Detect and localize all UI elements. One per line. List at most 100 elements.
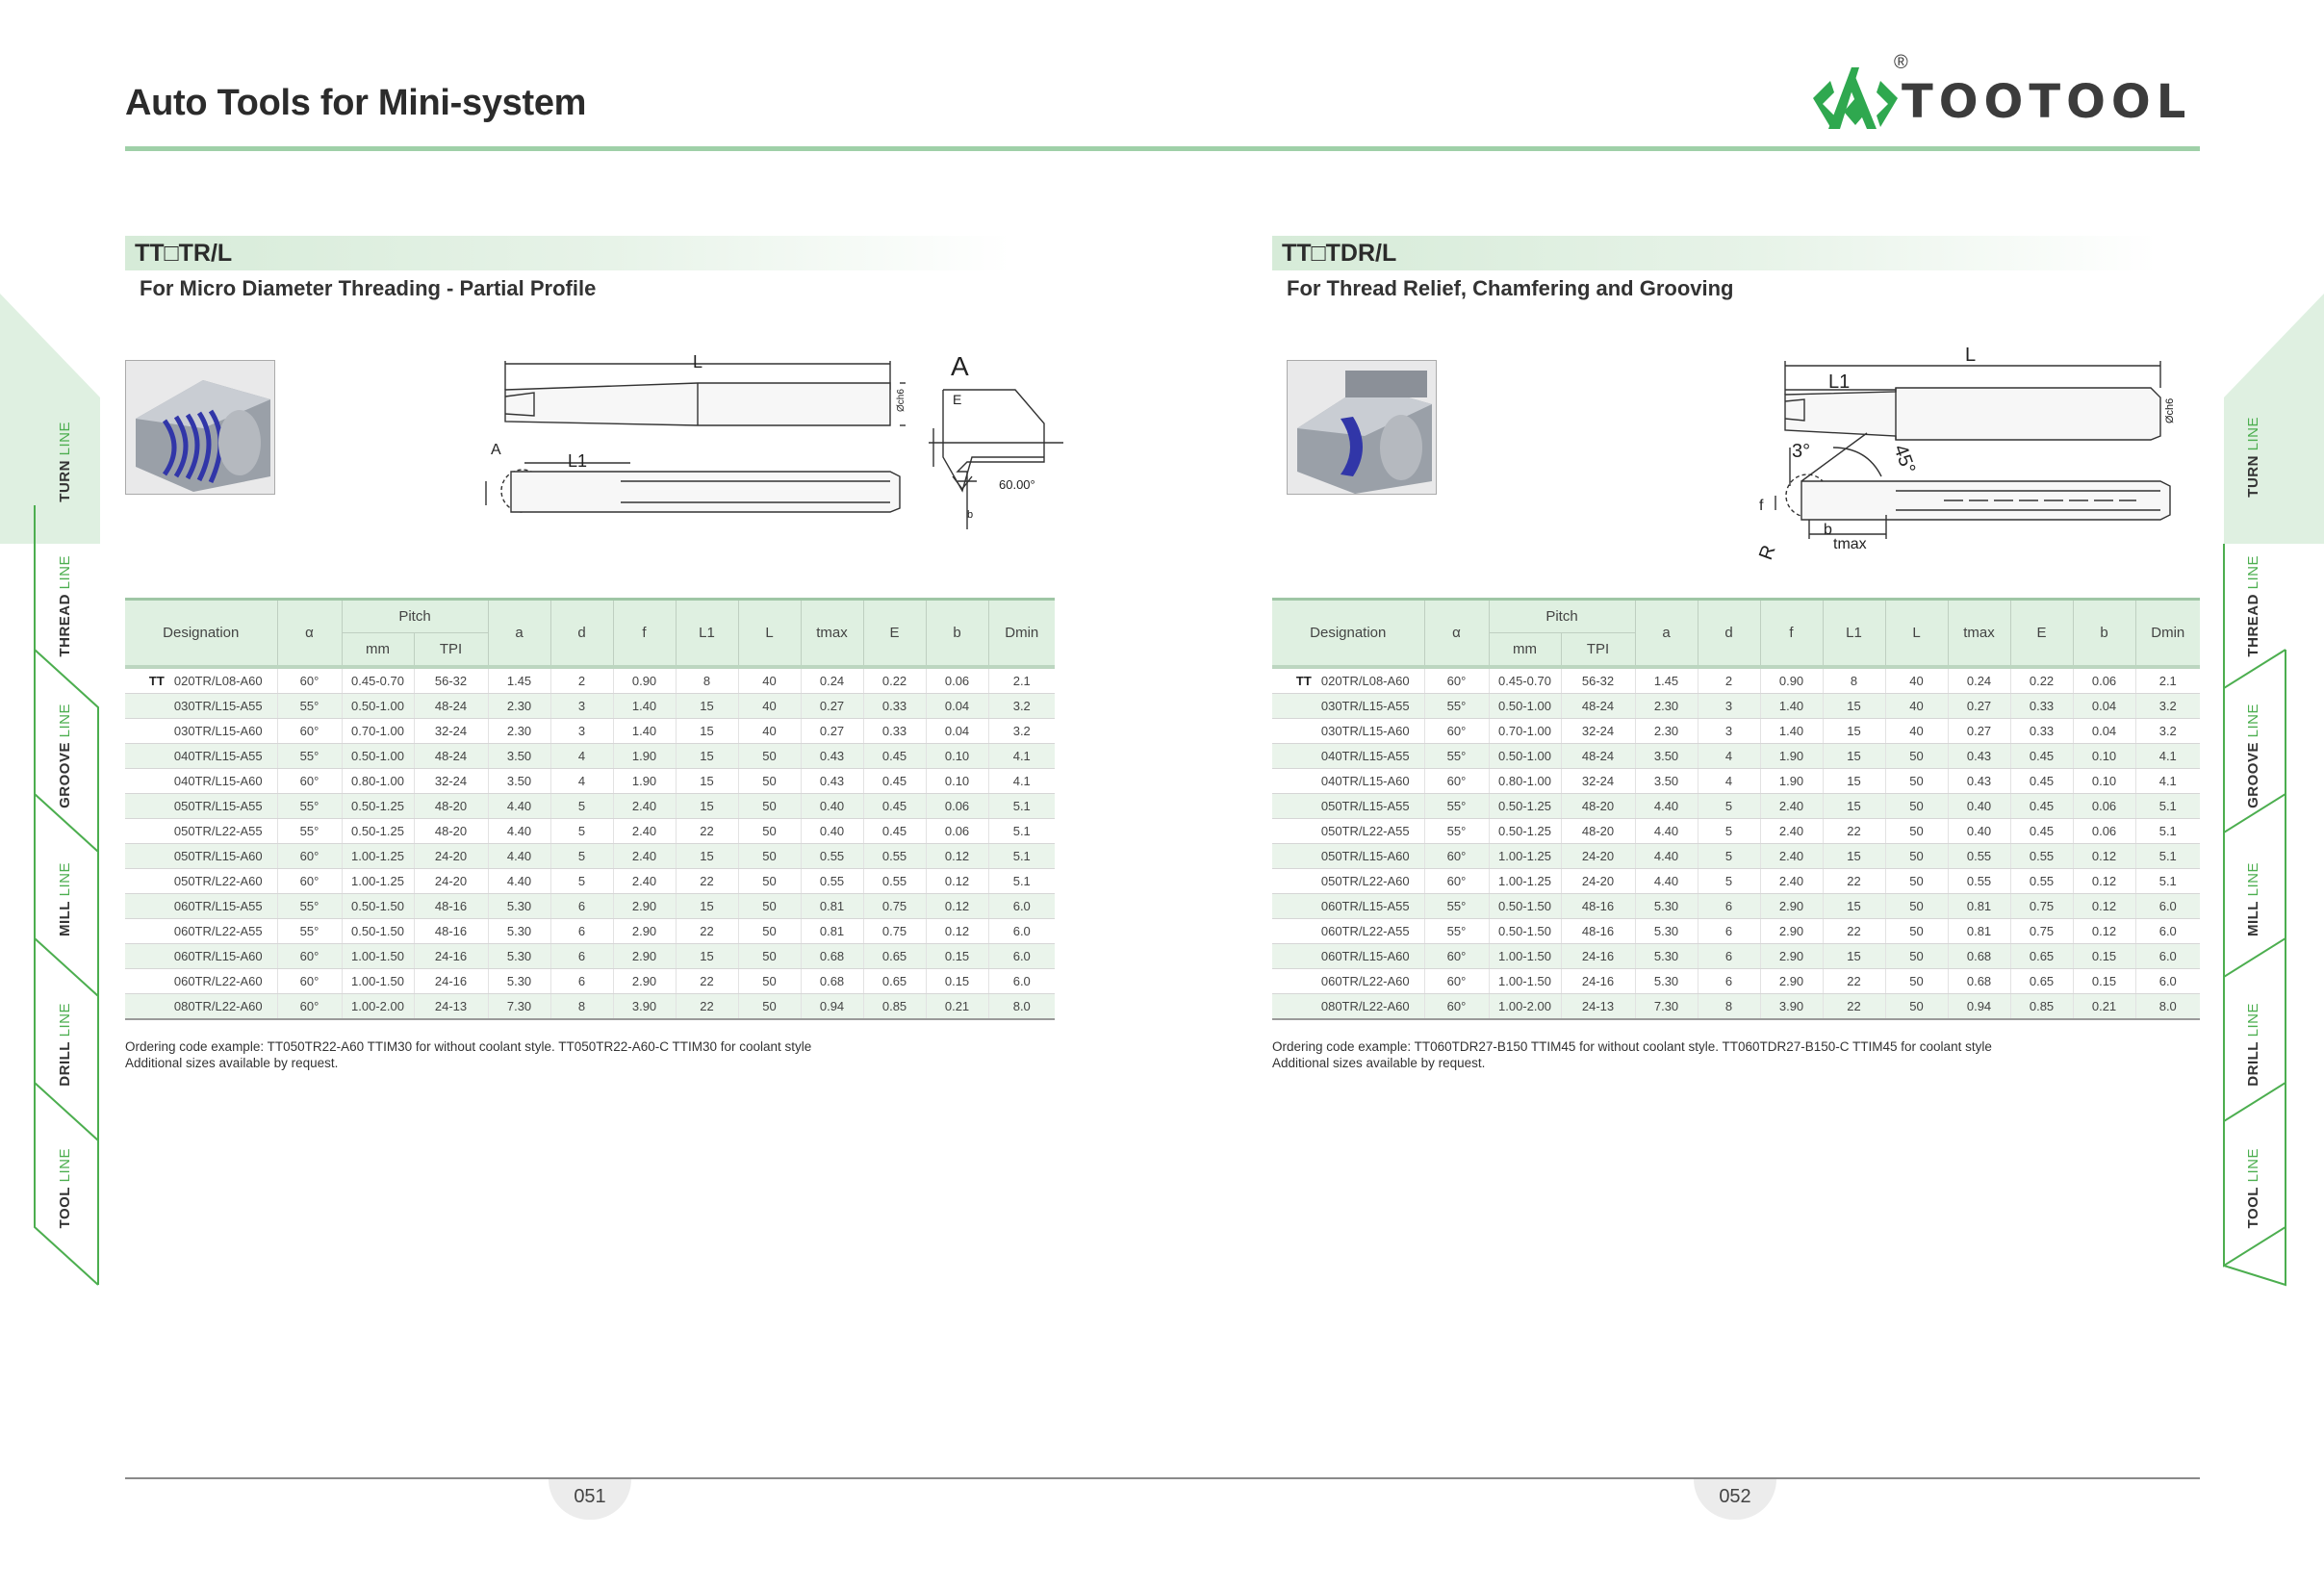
table-cell: 1.90 [613,768,677,794]
col-l: L [738,598,802,668]
table-cell: 8 [1823,665,1886,694]
table-cell: 2.90 [1760,893,1824,919]
table-cell: 60° [277,968,343,994]
side-tab-turn-right[interactable]: TURN LINE [2244,417,2261,498]
col-dmin: Dmin [988,598,1056,668]
designation-code: 080TR/L22-A60 [1320,999,1410,1013]
table-cell: 0.50-1.50 [342,918,415,944]
designation-code: 050TR/L15-A55 [173,799,263,813]
table-cell: 24-13 [1561,993,1636,1020]
table-cell: 0.45 [2010,768,2074,794]
table-cell: 3.2 [988,718,1056,744]
table-cell: 0.55 [2010,868,2074,894]
table-cell: 48-16 [1561,893,1636,919]
table-cell: 2.40 [1760,843,1824,869]
table-cell: 40 [1885,718,1949,744]
table-cell: 5.1 [2135,818,2201,844]
svg-text:A: A [491,442,501,458]
table-cell: 0.45-0.70 [1489,665,1562,694]
left-side-tab-strip [0,294,100,1286]
table-cell: 0.33 [2010,718,2074,744]
table-cell: 4.40 [488,818,551,844]
table-cell: 0.81 [1948,918,2011,944]
table-cell: 3 [1698,693,1761,719]
table-cell: 50 [738,993,802,1020]
table-cell: 60° [1424,768,1490,794]
designation-code: 060TR/L22-A55 [1320,924,1410,938]
side-tab-drill-right[interactable]: DRILL LINE [2244,1002,2261,1087]
table-cell: 0.45 [863,743,927,769]
col-l: L [1885,598,1949,668]
table-cell: 1.90 [1760,743,1824,769]
table-cell: 0.33 [2010,693,2074,719]
side-tab-groove-left[interactable]: GROOVE LINE [56,703,73,808]
table-cell: 1.00-2.00 [342,993,415,1020]
table-cell: 1.40 [613,693,677,719]
side-tab-groove-right[interactable]: GROOVE LINE [2244,703,2261,808]
col-a: a [1635,598,1698,668]
table-cell: 0.06 [2073,665,2136,694]
svg-text:E: E [953,392,961,407]
table-cell: 4.40 [1635,793,1698,819]
table-cell: 0.65 [863,943,927,969]
table-cell: 5.1 [2135,793,2201,819]
svg-text:R: R [1755,543,1780,563]
table-cell: 4.1 [2135,768,2201,794]
side-tab-thread-right[interactable]: THREAD LINE [2244,555,2261,657]
table-cell: 50 [1885,918,1949,944]
designation-cell: 060TR/L22-A60 [1272,968,1425,994]
table-cell: 8 [1698,993,1761,1020]
table-cell: 50 [1885,793,1949,819]
designation-cell: 080TR/L22-A60 [125,993,278,1020]
table-cell: 15 [1823,693,1886,719]
ordering-note: Ordering code example: TT050TR22-A60 TTI… [125,1039,812,1054]
side-tab-turn-left[interactable]: TURN LINE [56,422,73,502]
table-cell: 0.12 [926,868,989,894]
table-cell: 0.45 [863,793,927,819]
table-cell: 0.50-1.00 [1489,743,1562,769]
table-cell: 0.45 [863,818,927,844]
svg-text:L1: L1 [1828,371,1850,393]
side-tab-tool-left[interactable]: TOOL LINE [56,1148,73,1229]
designation-code: 020TR/L08-A60 [1320,674,1410,688]
side-tab-thread-left[interactable]: THREAD LINE [56,555,73,657]
table-cell: 48-20 [414,793,489,819]
table-cell: 0.33 [863,718,927,744]
table-cell: 48-24 [1561,743,1636,769]
table-cell: 0.10 [2073,743,2136,769]
table-cell: 0.45 [2010,743,2074,769]
table-cell: 0.45 [2010,793,2074,819]
table-cell: 0.90 [613,665,677,694]
table-cell: 32-24 [1561,718,1636,744]
table-cell: 0.50-1.00 [342,743,415,769]
designation-code: 050TR/L22-A60 [1320,874,1410,888]
side-tab-drill-left[interactable]: DRILL LINE [56,1002,73,1087]
designation-cell: 060TR/L22-A55 [1272,918,1425,944]
table-cell: 0.50-1.25 [342,818,415,844]
table-cell: 6.0 [988,943,1056,969]
table-cell: 6.0 [988,918,1056,944]
table-cell: 22 [676,993,739,1020]
table-cell: 5.1 [2135,843,2201,869]
table-cell: 3.50 [488,768,551,794]
side-tab-mill-right[interactable]: MILL LINE [2244,862,2261,937]
table-cell: 50 [1885,818,1949,844]
table-cell: 0.70-1.00 [1489,718,1562,744]
table-cell: 6.0 [2135,918,2201,944]
table-cell: 0.12 [926,893,989,919]
side-tab-tool-right[interactable]: TOOL LINE [2244,1148,2261,1229]
table-cell: 1.45 [488,665,551,694]
designation-cell: 030TR/L15-A60 [125,718,278,744]
table-cell: 0.80-1.00 [1489,768,1562,794]
table-cell: 60° [1424,968,1490,994]
table-cell: 2.40 [1760,818,1824,844]
table-cell: 55° [277,893,343,919]
table-cell: 60° [277,843,343,869]
side-tab-mill-left[interactable]: MILL LINE [56,862,73,937]
table-cell: 22 [676,918,739,944]
